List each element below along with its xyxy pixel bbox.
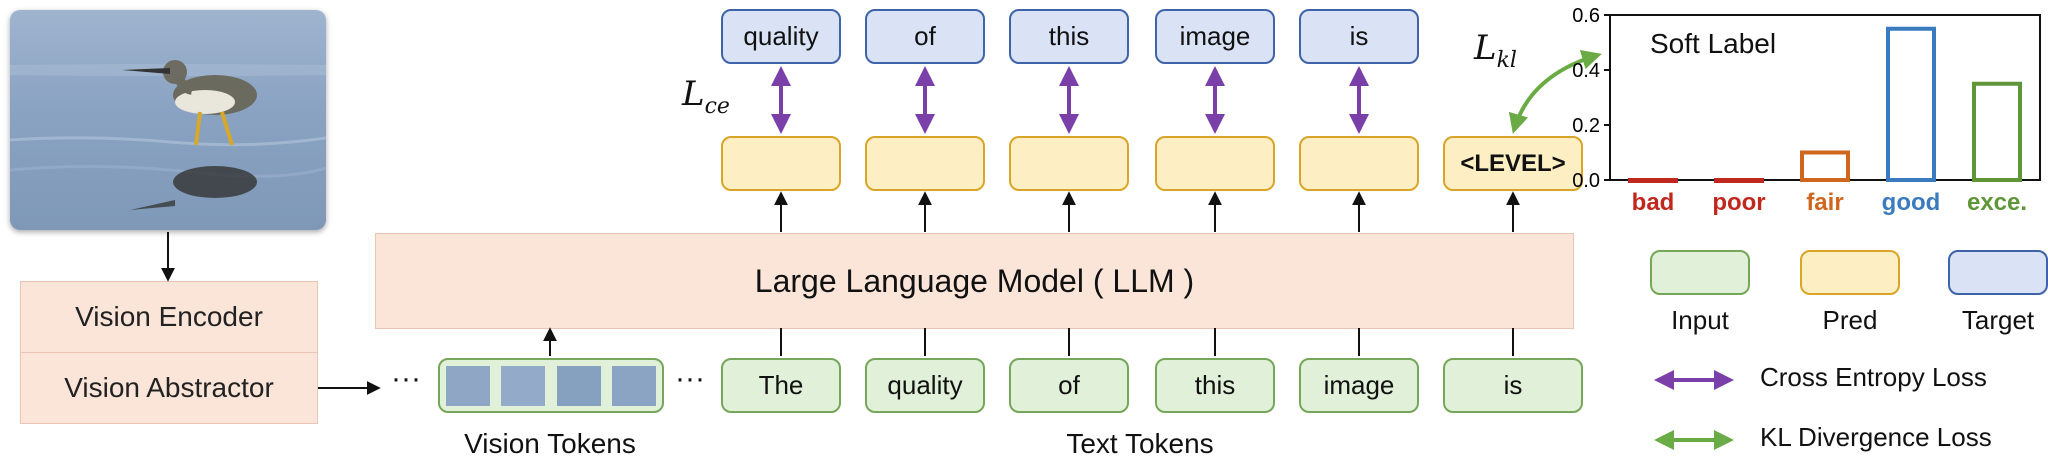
bar-fair xyxy=(1800,150,1850,182)
vision-tokens-strip xyxy=(438,358,664,413)
ellipsis-left: ··· xyxy=(391,362,421,395)
input-token: The xyxy=(721,358,841,413)
y-tick-label: 0.6 xyxy=(1572,5,1600,27)
ce-loss-symbol: Lce xyxy=(682,74,730,119)
legend-target-swatch xyxy=(1948,250,2048,295)
vision-tokens-caption: Vision Tokens xyxy=(464,428,636,459)
input-token: of xyxy=(1009,358,1129,413)
legend-input-label: Input xyxy=(1671,305,1729,335)
chart-title: Soft Label xyxy=(1650,28,1777,59)
bar-poor xyxy=(1714,178,1764,183)
text-tokens-caption: Text Tokens xyxy=(1066,428,1214,459)
x-tick-label: poor xyxy=(1712,189,1765,216)
pred-token xyxy=(721,136,841,191)
legend-ce-label: Cross Entropy Loss xyxy=(1760,362,1987,392)
vision-token-patch xyxy=(446,365,490,406)
y-tick-label: 0.4 xyxy=(1572,60,1600,82)
x-tick-label: bad xyxy=(1632,189,1675,216)
input-token: quality xyxy=(865,358,985,413)
input-image xyxy=(10,10,326,230)
pred-token xyxy=(1155,136,1275,191)
input-token: image xyxy=(1299,358,1419,413)
bar-good xyxy=(1886,26,1936,182)
x-tick-label: fair xyxy=(1806,189,1843,216)
target-token: is xyxy=(1299,9,1419,64)
legend-input-swatch xyxy=(1650,250,1750,295)
target-token: this xyxy=(1009,9,1129,64)
vision-abstractor-box: Vision Abstractor xyxy=(20,352,318,424)
pred-token xyxy=(1009,136,1129,191)
y-tick-label: 0.2 xyxy=(1572,115,1600,137)
bird-image xyxy=(10,60,326,210)
pred-token xyxy=(865,136,985,191)
ellipsis-right: ··· xyxy=(675,362,705,395)
legend-pred-label: Pred xyxy=(1822,305,1878,335)
legend-pred-swatch xyxy=(1800,250,1900,295)
vision-abstractor-label: Vision Abstractor xyxy=(64,372,274,403)
input-token: is xyxy=(1443,358,1583,413)
bar-exce xyxy=(1972,81,2022,182)
pred-token xyxy=(1299,136,1419,191)
kl-loss-arrow xyxy=(1508,49,1602,134)
legend-target-label: Target xyxy=(1961,305,2035,335)
bar-bad xyxy=(1628,178,1678,183)
target-token: image xyxy=(1155,9,1275,64)
legend-kl-label: KL Divergence Loss xyxy=(1760,422,1992,452)
llm-label: Large Language Model ( LLM ) xyxy=(754,262,1195,299)
x-tick-label: good xyxy=(1882,189,1941,216)
level-token: <LEVEL> xyxy=(1443,136,1583,191)
target-token: of xyxy=(865,9,985,64)
llm-box: Large Language Model ( LLM ) xyxy=(375,233,1574,329)
vision-token-patch xyxy=(556,365,601,406)
input-token: this xyxy=(1155,358,1275,413)
x-tick-label: exce. xyxy=(1967,189,2027,216)
vision-token-patch xyxy=(611,365,656,406)
vision-token-patch xyxy=(501,365,546,406)
target-token: quality xyxy=(721,9,841,64)
vision-encoder-label: Vision Encoder xyxy=(75,301,263,332)
y-tick-label: 0.0 xyxy=(1572,170,1600,192)
